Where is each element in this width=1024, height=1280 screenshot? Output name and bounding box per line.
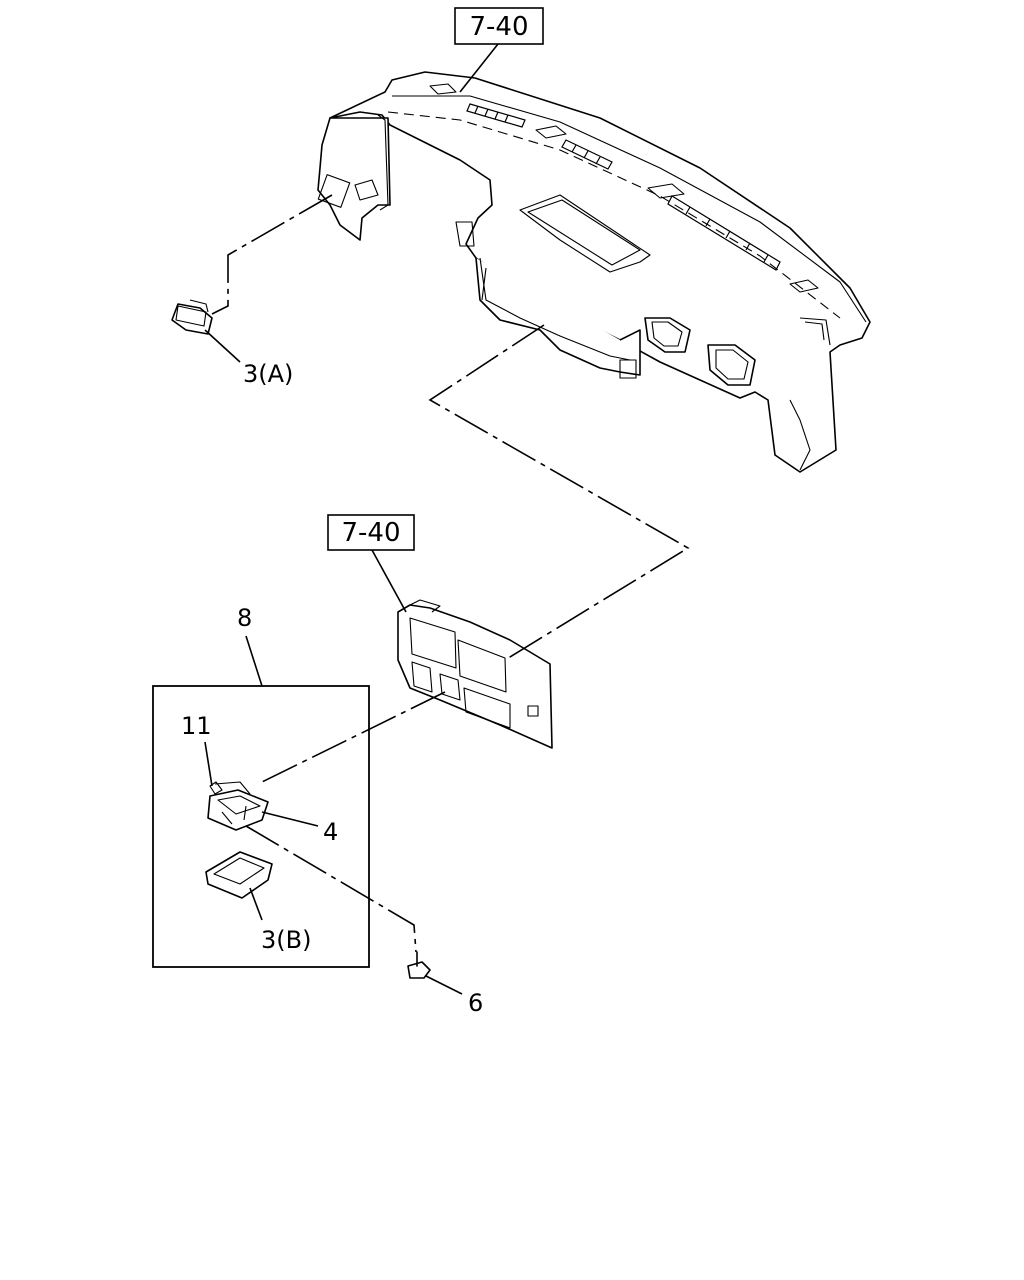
- part-label-11: 11: [181, 712, 212, 740]
- center-bezel-drawing: [397, 599, 553, 749]
- leader-lines: [204, 43, 499, 995]
- part-label-4: 4: [323, 818, 338, 846]
- part-label-8: 8: [237, 604, 252, 632]
- part-label-6: 6: [468, 989, 483, 1017]
- part-label-3b: 3(B): [261, 926, 311, 954]
- lamp-assembly-4-drawing: [207, 781, 269, 831]
- screw-6-drawing: [407, 951, 431, 979]
- lamp-3a-drawing: [171, 299, 213, 335]
- ref-label-top: 7-40: [469, 12, 528, 42]
- ref-box-top: 7-40: [454, 7, 544, 45]
- ref-label-mid: 7-40: [341, 518, 400, 548]
- part-label-3a: 3(A): [243, 360, 293, 388]
- instrument-panel-drawing: [317, 71, 871, 473]
- ref-box-mid: 7-40: [327, 514, 415, 551]
- cover-3b-drawing: [205, 851, 273, 899]
- assembly-lines: [211, 194, 690, 953]
- kit-box-8: [152, 685, 370, 968]
